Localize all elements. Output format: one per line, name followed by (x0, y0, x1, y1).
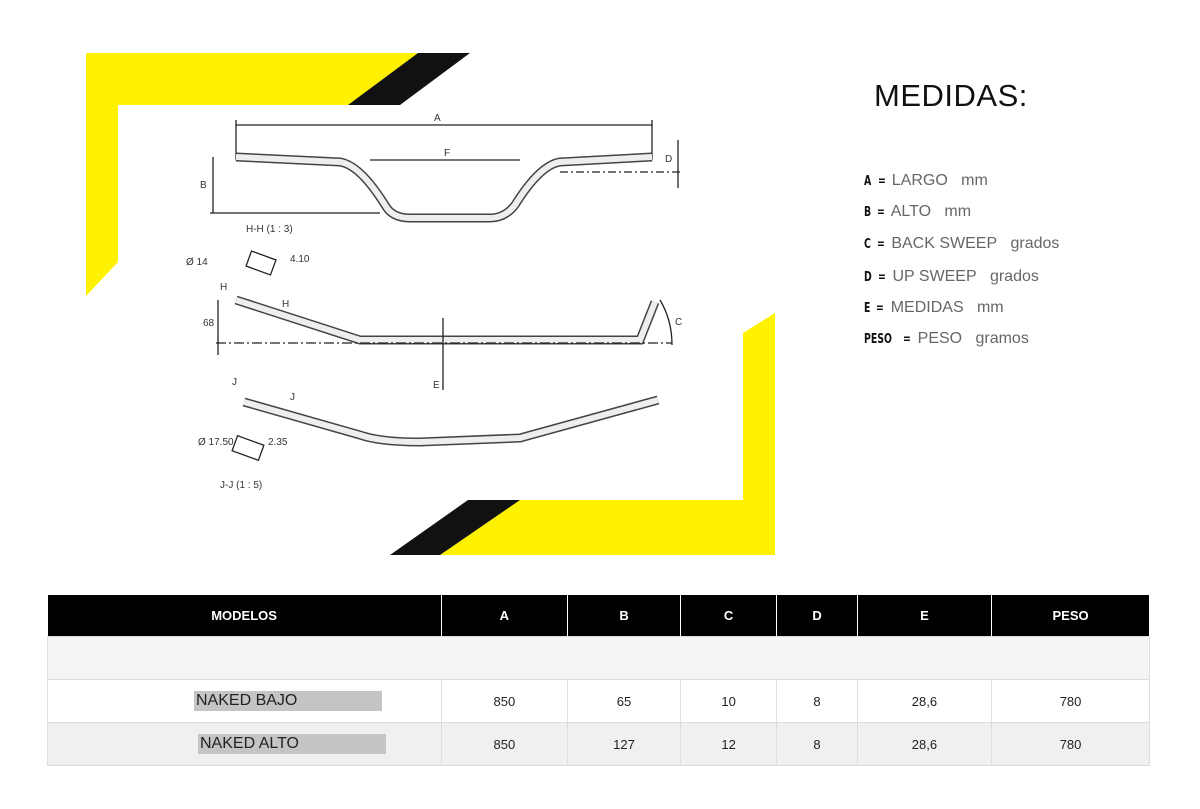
section-hh-label: H-H (1 : 3) (246, 224, 293, 235)
legend-eq: = (876, 301, 885, 316)
legend-key: C (864, 237, 871, 252)
column-header: E (857, 595, 993, 637)
dim-d-label: D (665, 154, 672, 165)
legend-desc: PESO (917, 330, 963, 347)
dim-f-label: F (444, 148, 450, 159)
legend-eq: = (903, 332, 912, 347)
dim-410-label: 4.10 (290, 254, 310, 265)
legend-key: D (864, 270, 872, 285)
column-header: C (680, 595, 778, 637)
dim-c-label: C (675, 317, 682, 328)
empty-row (47, 636, 1150, 680)
table-cell: 127 (567, 722, 681, 766)
legend-eq: = (877, 205, 886, 220)
table-cell: 8 (776, 722, 858, 766)
legend-item: PESO = PESO gramos (864, 330, 1029, 348)
column-header: A (441, 595, 569, 637)
yellow-frame-bottom (440, 313, 775, 555)
table-cell: 8 (776, 679, 858, 723)
legend-unit: gramos (975, 330, 1029, 347)
legend-item: B = ALTO mm (864, 203, 971, 221)
legend-desc: ALTO (890, 203, 932, 220)
column-header: B (567, 595, 681, 637)
black-stripe-top (348, 53, 470, 105)
table-cell: 780 (991, 679, 1150, 723)
table-cell: 65 (567, 679, 681, 723)
legend-key: PESO (864, 332, 892, 347)
legend-eq: = (877, 174, 886, 189)
legend-item: D = UP SWEEP grados (864, 268, 1039, 286)
dim-a-label: A (434, 113, 441, 124)
table-cell: 10 (679, 679, 778, 723)
legend-item: A = LARGO mm (864, 172, 988, 190)
column-header: D (776, 595, 858, 637)
column-header: PESO (991, 595, 1150, 637)
section-h2-label: H (282, 299, 289, 310)
dim-b-label: B (200, 180, 207, 191)
legend-key: B (864, 205, 872, 220)
section-j2-label: J (290, 392, 295, 403)
legend-eq: = (877, 237, 885, 252)
dim-68-label: 68 (203, 318, 215, 329)
page-title: MEDIDAS: (874, 78, 1028, 113)
table-cell: 28,6 (856, 722, 993, 766)
section-h-label: H (220, 282, 227, 293)
legend-unit: grados (1010, 235, 1060, 252)
column-header: MODELOS (47, 595, 442, 637)
table-cell: NAKED BAJO (47, 679, 442, 723)
table-cell: 780 (991, 722, 1150, 766)
legend-desc: LARGO (891, 172, 948, 189)
table-cell: 850 (440, 679, 569, 723)
table-cell: 850 (440, 722, 569, 766)
legend-unit: mm (944, 203, 972, 220)
legend-desc: UP SWEEP (892, 268, 977, 285)
table-cell: 28,6 (856, 679, 993, 723)
section-j-label: J (232, 377, 237, 388)
black-stripe-bottom (390, 500, 520, 555)
model-name: NAKED BAJO (194, 691, 382, 711)
legend-desc: MEDIDAS (890, 299, 964, 316)
dim-235-label: 2.35 (268, 437, 288, 448)
legend-item: E = MEDIDAS mm (864, 299, 1004, 317)
dim-e-label: E (433, 380, 440, 391)
table-cell: 12 (679, 722, 778, 766)
model-name: NAKED ALTO (198, 734, 386, 754)
yellow-frame-top (86, 53, 418, 296)
legend-item: C = BACK SWEEP grados (864, 235, 1059, 253)
table-cell: NAKED ALTO (47, 722, 442, 766)
section-jj-label: J-J (1 : 5) (220, 480, 262, 491)
legend-desc: BACK SWEEP (891, 235, 998, 252)
legend-key: A (864, 174, 872, 189)
legend-eq: = (878, 270, 887, 285)
dim-1750-label: Ø 17.50 (198, 437, 234, 448)
legend-unit: mm (961, 172, 988, 189)
dim-d14-label: Ø 14 (186, 257, 208, 268)
legend-key: E (864, 301, 871, 316)
legend-unit: mm (976, 299, 1004, 316)
legend-unit: grados (989, 268, 1039, 285)
